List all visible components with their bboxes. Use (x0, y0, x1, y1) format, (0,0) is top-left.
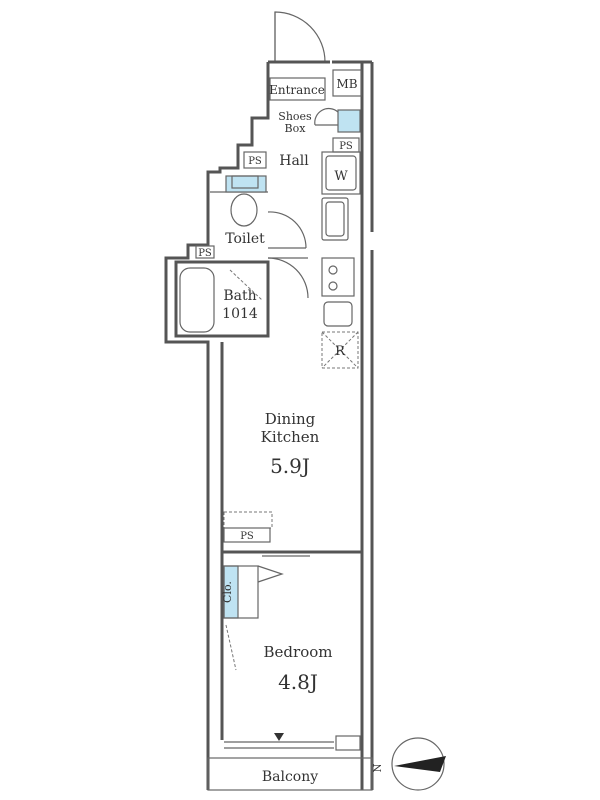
north-label: N (373, 763, 384, 772)
balcony-label: Balcony (262, 769, 318, 785)
bathroom (179, 257, 309, 333)
counter-unit (323, 301, 353, 327)
toilet-bowl-icon (230, 193, 258, 227)
washer-space (321, 151, 361, 195)
stove-counter (321, 257, 355, 297)
stove (321, 257, 355, 297)
ps-hall-label: PS (339, 141, 353, 152)
dining-label-2: Kitchen (261, 428, 320, 446)
ps-toilet (243, 151, 267, 169)
ps-bath-label: PS (198, 248, 212, 259)
mb-label: MB (336, 77, 357, 91)
bath-label-2: 1014 (222, 306, 258, 322)
shoes-box-label-1: Shoes (278, 110, 312, 123)
dining-size-label: 5.9J (270, 454, 310, 478)
fridge-space (321, 331, 359, 369)
sink-counter (321, 197, 349, 241)
washer-icon (325, 155, 357, 191)
dining-label-1: Dining (265, 410, 316, 428)
shoes-box-label-2: Box (285, 122, 307, 135)
washer-label: W (334, 169, 348, 184)
entry-arrow-icon (274, 733, 284, 741)
sink-icon (325, 201, 345, 237)
bathtub-icon (179, 267, 215, 333)
bath-label-1: Bath (223, 288, 256, 304)
toilet-room (210, 175, 307, 249)
closet-label: Clo. (221, 581, 234, 603)
entrance-area (269, 77, 326, 101)
closet-frame (223, 565, 259, 619)
bedroom-label: Bedroom (264, 643, 333, 661)
north-arrow-icon (394, 756, 446, 772)
burner-icon (328, 281, 338, 291)
fridge-label: R (335, 344, 346, 359)
outer-walls (164, 60, 374, 790)
entrance-door (274, 11, 326, 63)
hall-label: Hall (279, 153, 309, 169)
ps-toilet-label: PS (248, 156, 262, 167)
shoes-box: Shoes Box (278, 108, 361, 135)
ps-dining (223, 527, 271, 543)
meter-box (332, 69, 362, 97)
ps-bath (195, 245, 215, 259)
entrance-label: Entrance (269, 83, 325, 97)
toilet-label: Toilet (225, 231, 265, 247)
bedroom-size-label: 4.8J (278, 670, 318, 694)
ps-dining-label: PS (240, 531, 254, 542)
toilet-tank (231, 175, 259, 189)
shoes-box-cabinet (337, 109, 361, 133)
balcony (207, 757, 373, 791)
balcony-window (224, 733, 361, 751)
compass-ring (391, 737, 445, 791)
closet (223, 565, 284, 671)
compass: N (373, 737, 446, 791)
window-frame (335, 735, 361, 751)
burner-icon (328, 265, 338, 275)
dining-cabinet (223, 511, 273, 529)
